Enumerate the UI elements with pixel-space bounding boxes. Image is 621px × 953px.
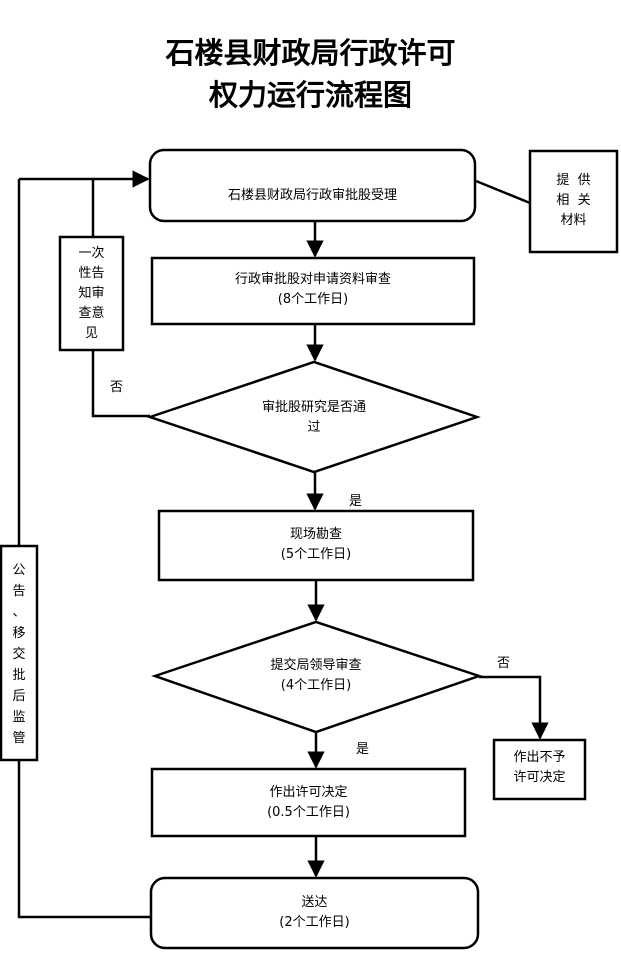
review-node (150, 256, 476, 326)
materials-label-line1: 提 供 (556, 173, 591, 188)
edge-label-no1: 否 (110, 380, 124, 395)
deny-label-line2: 许可决定 (513, 770, 566, 785)
deny-label: 作出不予 许可决定 (494, 748, 585, 788)
review-label: 行政审批股对申请资料审查 (8个工作日) (152, 270, 474, 310)
decision2-label: 提交局领导审查 (4个工作日) (216, 656, 416, 696)
decision2-label-line1: 提交局领导审查 (270, 658, 362, 673)
decision1-label-line2: 过 (307, 420, 321, 435)
notify-label-line5: 见 (84, 326, 98, 341)
review-label-line1: 行政审批股对申请资料审查 (234, 272, 391, 287)
survey-label-line1: 现场勘查 (289, 527, 342, 542)
line-deliver-loop (17, 760, 151, 919)
notify-label-line3: 知审 (78, 286, 105, 301)
materials-label: 提 供 相 关 材料 (530, 171, 617, 231)
deny-label-line1: 作出不予 (513, 750, 566, 765)
deny-node (492, 738, 587, 801)
arrow-decision2-deny (479, 675, 549, 740)
decision2-label-line2: (4个工作日) (280, 678, 352, 693)
notify-note (58, 235, 125, 352)
permit-node (150, 767, 467, 838)
deliver-label-line1: 送达 (301, 895, 328, 910)
line-decision1-no (91, 350, 150, 418)
review-label-line2: (8个工作日) (277, 292, 349, 307)
line-materials-accept (475, 179, 531, 205)
decision1-node (146, 360, 481, 474)
survey-label: 现场勘查 (5个工作日) (159, 525, 473, 565)
deliver-node (149, 876, 480, 950)
permit-label-line2: (0.5个工作日) (267, 805, 350, 820)
materials-note (528, 149, 619, 254)
deliver-label-line2: (2个工作日) (279, 915, 350, 930)
notify-label-line1: 一次 (78, 246, 105, 261)
publish-label: 公 告 、 移 交 批 后 监 管 (12, 563, 26, 746)
materials-label-line2: 相 关 (556, 193, 591, 208)
accept-label: 石楼县财政局行政审批股受理 (227, 188, 397, 203)
decision1-label: 审批股研究是否通 过 (214, 398, 414, 438)
deliver-label: 送达 (2个工作日) (151, 893, 478, 933)
page-title-line2: 权力运行流程图 (208, 78, 412, 112)
permit-label: 作出许可决定 (0.5个工作日) (152, 783, 465, 823)
survey-label-line2: (5个工作日) (280, 547, 352, 562)
edge-label-no2: 否 (497, 656, 511, 671)
edge-label-yes2: 是 (356, 742, 370, 757)
permit-label-line1: 作出许可决定 (269, 785, 348, 800)
notify-label-line2: 性告 (78, 266, 105, 281)
notify-label-line4: 查意 (78, 306, 105, 321)
materials-label-line3: 材料 (560, 213, 587, 228)
accept-node (148, 148, 477, 223)
notify-label: 一次 性告 知审 查意 见 (60, 244, 123, 344)
edge-label-yes1: 是 (349, 494, 363, 509)
decision1-label-line1: 审批股研究是否通 (261, 400, 366, 415)
page-title-line1: 石楼县财政局行政许可 (165, 36, 456, 70)
